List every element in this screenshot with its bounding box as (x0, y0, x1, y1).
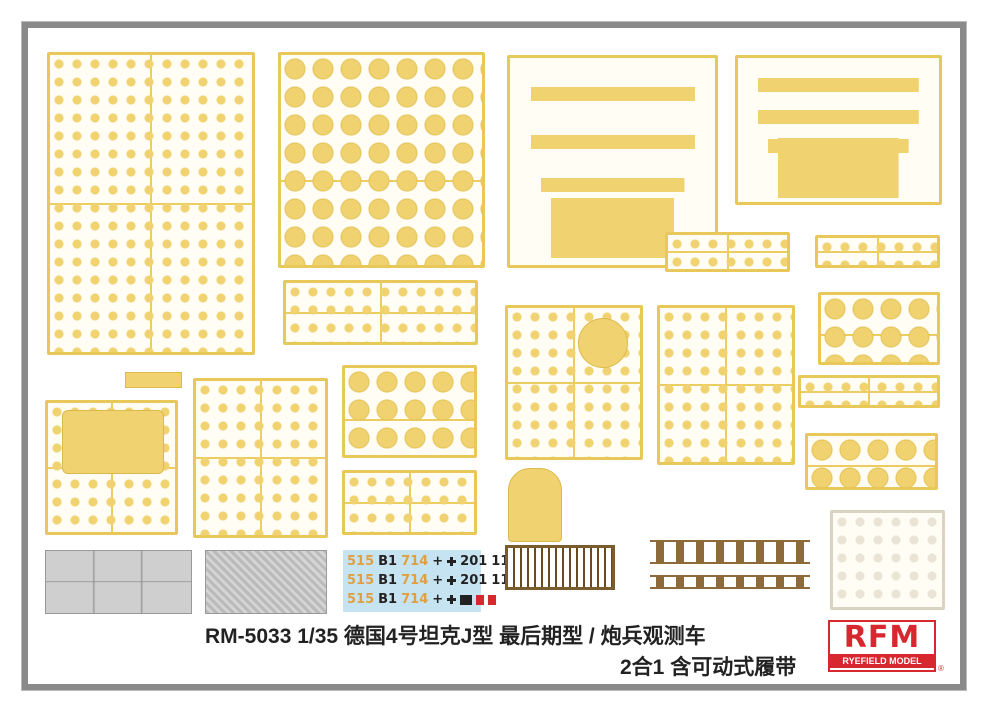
decal-number: 11 (491, 573, 510, 588)
red-decal (488, 594, 497, 605)
photo-etch-fret (205, 550, 327, 614)
sprue-a (47, 52, 255, 355)
sprue-n (193, 378, 328, 538)
decal-cross: + (432, 573, 444, 588)
sprue-l (805, 433, 938, 490)
sprue-p (342, 470, 477, 535)
sprue-k (798, 375, 940, 408)
sprue-hull-side-plates (507, 55, 718, 268)
red-decal (476, 594, 485, 605)
decal-number: 714 (401, 573, 429, 588)
balkenkreuz-icon (447, 576, 457, 585)
decal-row: 515 B1 714 + 201 11 (347, 573, 509, 588)
logo-text: RYEFIELD MODEL (830, 654, 934, 668)
decal-number: 515 (347, 554, 375, 569)
decal-number: B1 (378, 573, 398, 588)
sprue-clear-parts (830, 510, 945, 610)
decal-row: 515 B1 714 + 201 11 (347, 554, 509, 569)
decal-number: 201 (460, 554, 488, 569)
product-title: RM-5033 1/35 德国4号坦克J型 最后期型 / 炮兵观测车 (205, 625, 706, 648)
decal-number: 515 (347, 573, 375, 588)
photo-etch-grilles (45, 550, 192, 614)
sprue-j (818, 292, 940, 365)
sprue-o (342, 365, 477, 458)
sprue-g (283, 280, 478, 345)
track-links-row-2 (650, 575, 810, 589)
decal-number: 515 (347, 592, 375, 607)
balkenkreuz-icon (447, 595, 457, 604)
sprue-i (657, 305, 795, 465)
sprue-fenders (735, 55, 942, 205)
balkenkreuz-icon (447, 557, 457, 566)
decal-number: 11 (491, 554, 510, 569)
decal-number: B1 (378, 592, 398, 607)
decal-number: 714 (401, 554, 429, 569)
decal-row: 515 B1 714 + (347, 592, 497, 607)
decal-number: 714 (401, 592, 429, 607)
logo-mark: RFM (843, 620, 921, 655)
turret-front-part (508, 468, 562, 542)
ryefield-logo: RFM RYEFIELD MODEL (828, 620, 936, 672)
plate-decal (460, 594, 473, 605)
registered-mark: ® (938, 664, 944, 673)
track-links-row-1 (650, 540, 810, 564)
cupola-part (578, 318, 628, 368)
decal-number: B1 (378, 554, 398, 569)
decal-sheet: 515 B1 714 + 201 11 515 B1 714 + 201 11 … (343, 550, 509, 612)
track-links-sprue (505, 545, 615, 590)
turret-roof-part (62, 410, 164, 474)
decal-cross: + (432, 592, 444, 607)
sprue-a-stand (125, 372, 182, 388)
sprue-road-wheels (278, 52, 485, 268)
decal-number: 201 (460, 573, 488, 588)
decal-cross: + (432, 554, 444, 569)
product-subtitle: 2合1 含可动式履带 (620, 656, 797, 679)
sprue-e (665, 232, 790, 272)
sprue-f (815, 235, 940, 268)
